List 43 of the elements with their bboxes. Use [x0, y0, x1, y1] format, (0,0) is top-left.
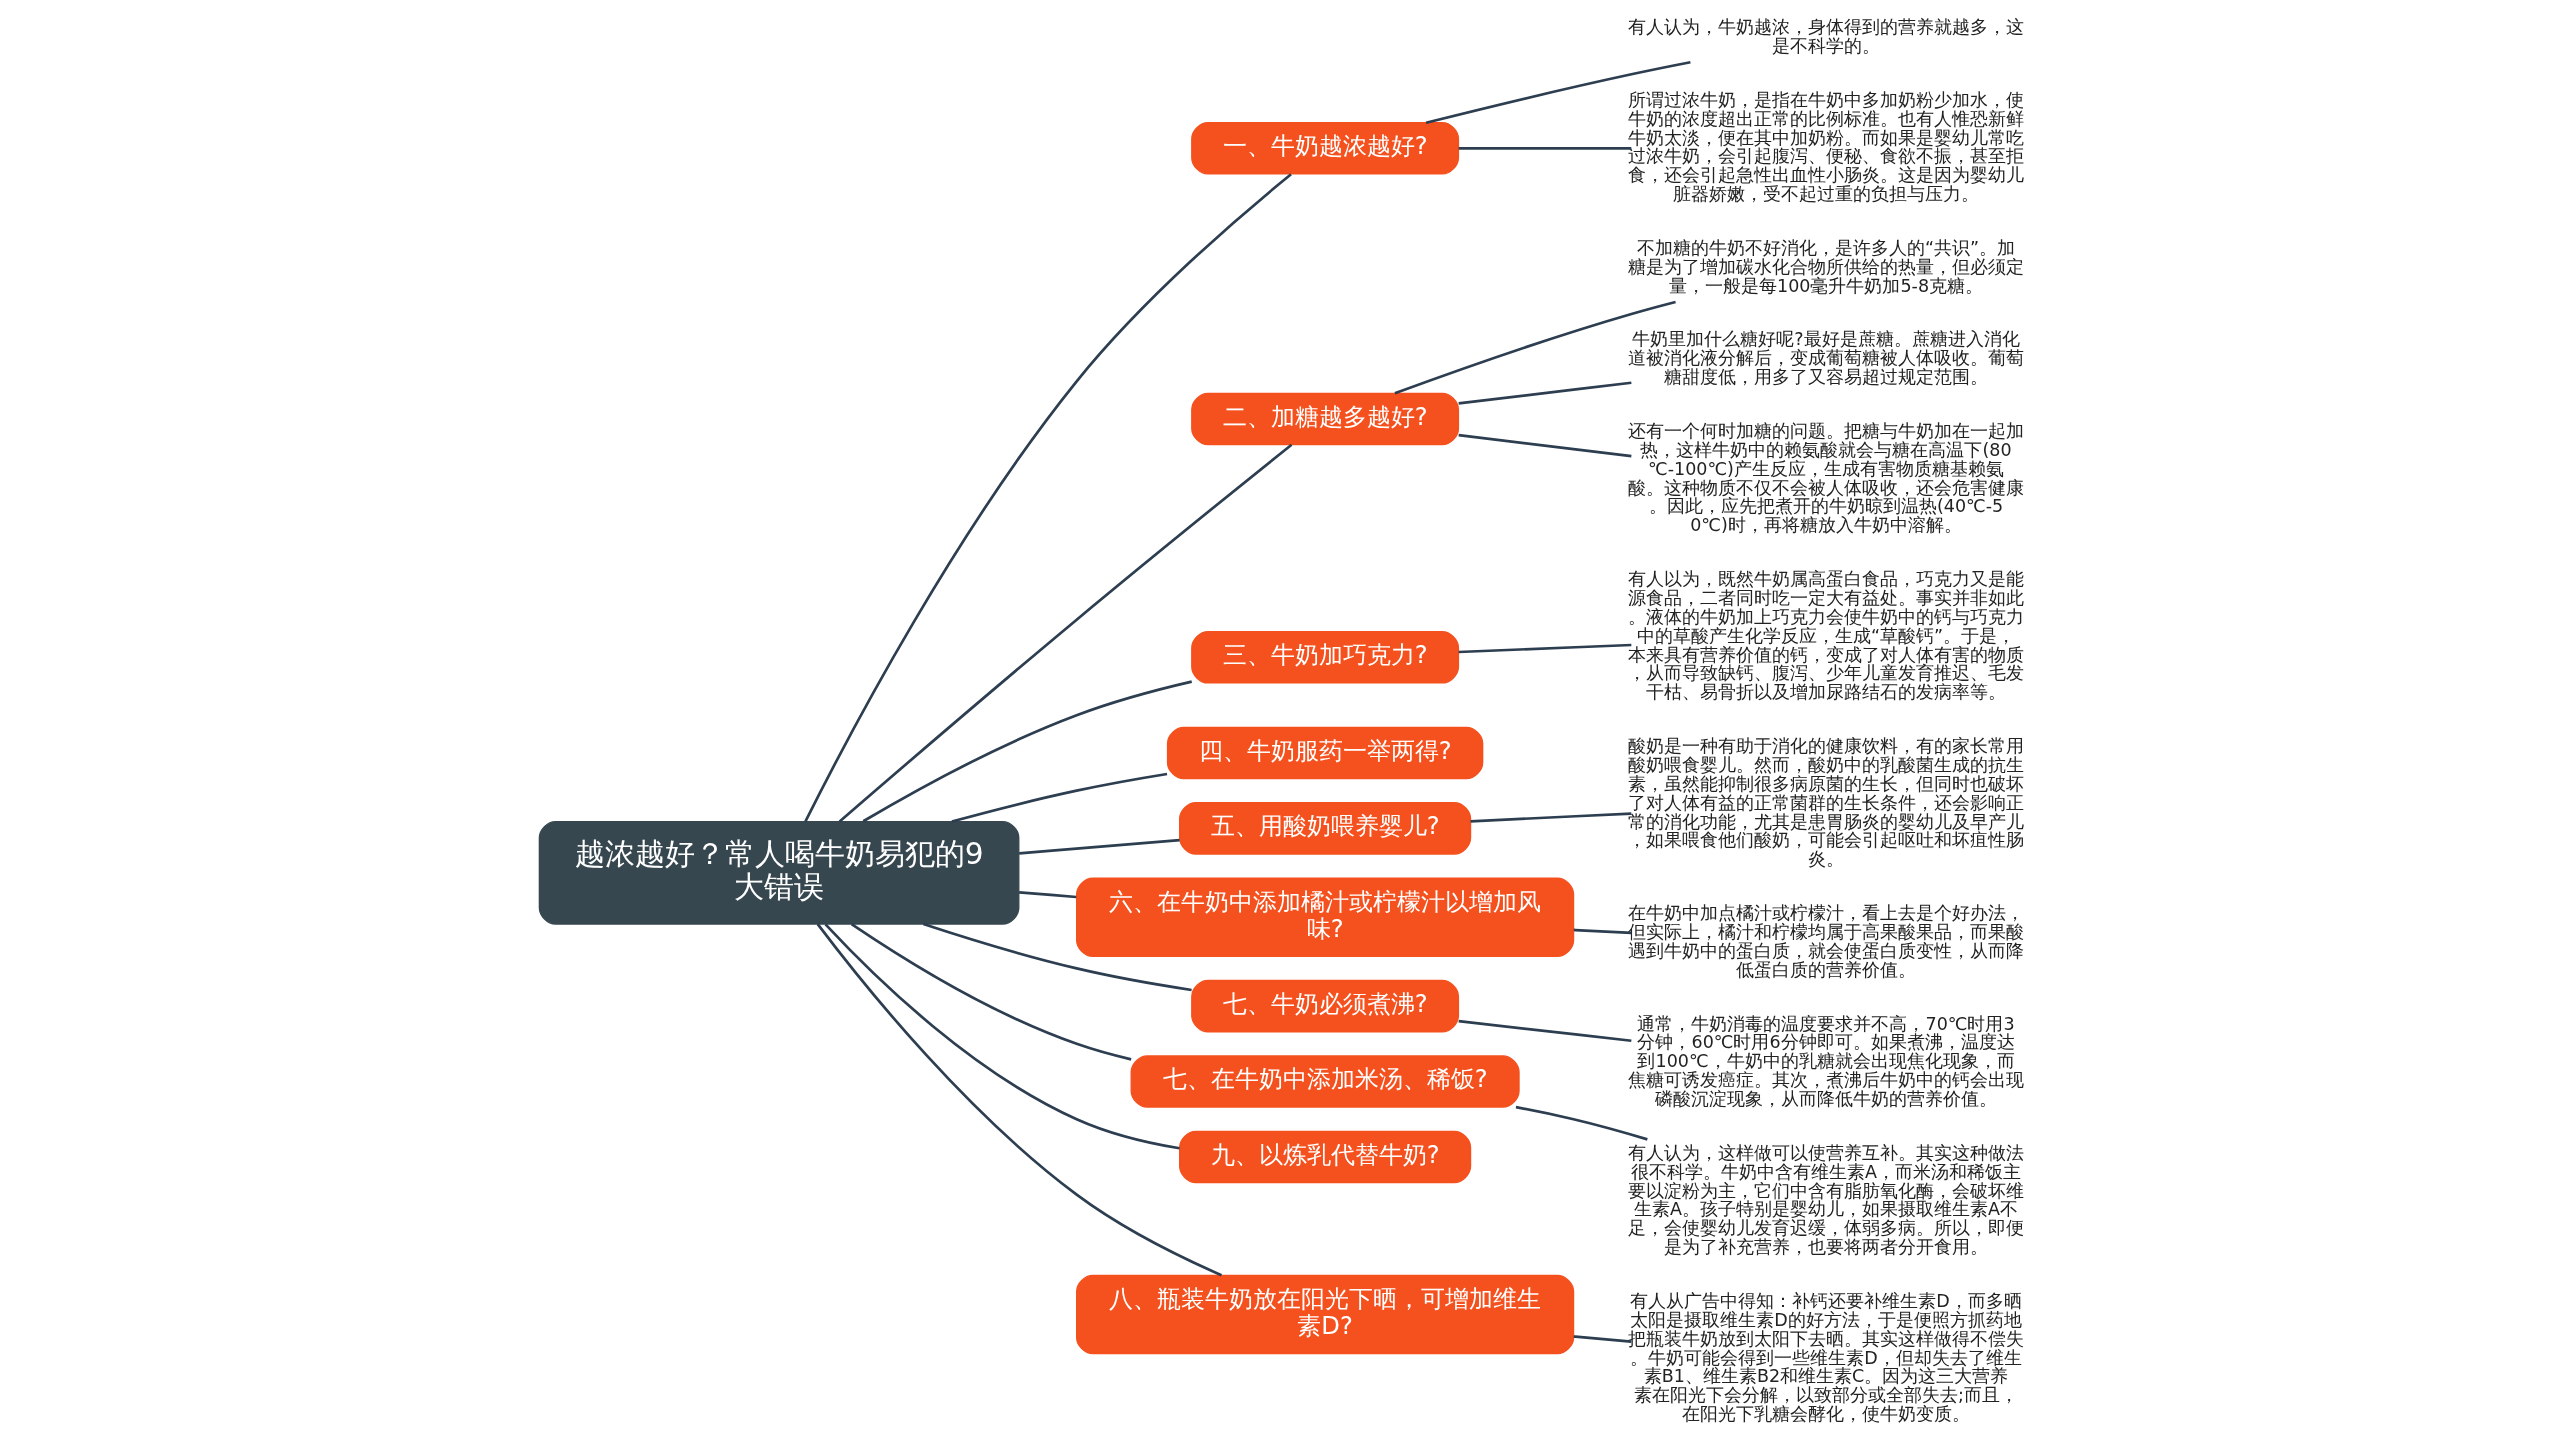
connector — [1470, 812, 1632, 823]
node-text: 有人以为，既然牛奶属高蛋白食品，巧克力又是能源食品，二者同时吃一定大有益处。事实并非如此。液体的牛奶加上巧克力会使牛奶中的钙与巧克力中的草酸产生化学反应，生成“草酸钙”。于是，本来具有营养价值的钙，变成了对人体有害的物质，从而导致缺钙、腹泻、少年儿童发育推迟、毛发干枯、易骨折以及增加尿路结石的发病率等。 — [1628, 569, 2025, 703]
node-box: 二、加糖越多越好? — [1191, 392, 1460, 446]
node-text: 有人认为，这样做可以使营养互补。其实这种做法很不科学。牛奶中含有维生素A，而米汤和稀饭主要以淀粉为主，它们中含有脂肪氧化酶，会破坏维生素A。孩子特别是婴幼儿，如果摄取维生素A不足，会使婴幼儿发育迟缓，体弱多病。所以，即便是为了补充营养，也要将两者分开食用。 — [1628, 1142, 2025, 1258]
node-box: 六、在牛奶中添加橘汁或柠檬汁以增加风味? — [1076, 877, 1575, 957]
node-text: 酸奶是一种有助于消化的健康饮料，有的家长常用酸奶喂食婴儿。然而，酸奶中的乳酸菌生成的抗生素，虽然能抑制很多病原菌的生长，但同时也破坏了对人体有益的正常菌群的生长条件，还会影响正常的消化功能，尤其是患胃肠炎的婴幼儿及早产儿，如果喂食他们酸奶，可能会引起呕吐和坏疽性肠炎。 — [1628, 736, 2025, 870]
node-box: 一、牛奶越浓越好? — [1191, 122, 1460, 175]
connector — [1573, 1335, 1632, 1343]
node-box: 九、以炼乳代替牛奶? — [1179, 1130, 1472, 1184]
node-box: 八、瓶装牛奶放在阳光下晒，可增加维生素D? — [1076, 1274, 1575, 1355]
connector — [1394, 300, 1676, 395]
connector — [1515, 1105, 1648, 1141]
node-box: 五、用酸奶喂养婴儿? — [1179, 802, 1472, 855]
node-box: 越浓越好？常人喝牛奶易犯的9大错误 — [538, 820, 1020, 925]
node-text: 不加糖的牛奶不好消化，是许多人的“共识”。加糖是为了增加碳水化合物所供给的热量，但必须定量，一般是每100毫升牛奶加5-8克糖。 — [1628, 237, 2025, 296]
connector — [1019, 891, 1077, 899]
node-box: 七、在牛奶中添加米汤、稀饭? — [1130, 1055, 1520, 1108]
connector — [816, 923, 1223, 1277]
connector — [1458, 433, 1632, 458]
node-box: 四、牛奶服药一举两得? — [1166, 726, 1484, 780]
connector — [862, 680, 1193, 823]
node-text: 还有一个何时加糖的问题。把糖与牛奶加在一起加热，这样牛奶中的赖氨酸就会与糖在高温下(80℃-100℃)产生反应，生成有害物质糖基赖氨酸。这种物质不仅不会被人体吸收，还会危害健康。因此，应先把煮开的牛奶晾到温热(40℃-50℃)时，再将糖放入牛奶中溶解。 — [1628, 421, 2025, 536]
node-box: 七、牛奶必须煮沸? — [1191, 979, 1460, 1033]
connector — [1458, 643, 1632, 654]
connector — [850, 923, 1132, 1061]
node-text: 所谓过浓牛奶，是指在牛奶中多加奶粉少加水，使牛奶的浓度超出正常的比例标准。也有人惟恐新鲜牛奶太淡，便在其中加奶粉。而如果是婴幼儿常吃过浓牛奶，会引起腹泻、便秘、食欲不振，甚至拒食，还会引起急性出血性小肠炎。这是因为婴幼儿脏器娇嫩，受不起过重的负担与压力。 — [1628, 89, 2025, 205]
node-text: 有人从广告中得知：补钙还要补维生素D，而多晒太阳是摄取维生素D的好方法，于是便照方抓药地把瓶装牛奶放到太阳下去晒。其实这样做得不偿失。牛奶可能会得到一些维生素D，但却失去了维生素B1、维生素B2和维生素C。因为这三大营养素在阳光下会分解，以致部分或全部失去;而且，在阳光下乳糖会酵化，使牛奶变质。 — [1628, 1290, 2025, 1425]
node-text: 牛奶里加什么糖好呢?最好是蔗糖。蔗糖进入消化道被消化液分解后，变成葡萄糖被人体吸收。葡萄糖甜度低，用多了又容易超过规定范围。 — [1628, 329, 2025, 388]
connector — [1458, 381, 1632, 405]
connector — [804, 173, 1292, 822]
connector — [1019, 838, 1180, 855]
connector — [1458, 147, 1632, 150]
node-text: 在牛奶中加点橘汁或柠檬汁，看上去是个好办法，但实际上，橘汁和柠檬均属于高果酸果品，而果酸遇到牛奶中的蛋白质，就会使蛋白质变性，从而降低蛋白质的营养价值。 — [1628, 903, 2025, 980]
connector — [1425, 60, 1691, 125]
connector — [951, 772, 1168, 823]
connector — [838, 443, 1293, 823]
connector — [1458, 1019, 1632, 1043]
node-text: 通常，牛奶消毒的温度要求并不高，70℃时用3分钟，60℃时用6分钟即可。如果煮沸，温度达到100℃，牛奶中的乳糖就会出现焦化现象，而焦糖可诱发癌症。其次，煮沸后牛奶中的钙会出现磷酸沉淀现象，从而降低牛奶的营养价值。 — [1628, 1013, 2025, 1109]
node-text: 有人认为，牛奶越浓，身体得到的营养就越多，这是不科学的。 — [1628, 17, 2025, 56]
connector — [922, 922, 1192, 992]
connector — [1573, 928, 1632, 935]
node-box: 三、牛奶加巧克力? — [1191, 631, 1460, 684]
connector — [824, 923, 1180, 1150]
